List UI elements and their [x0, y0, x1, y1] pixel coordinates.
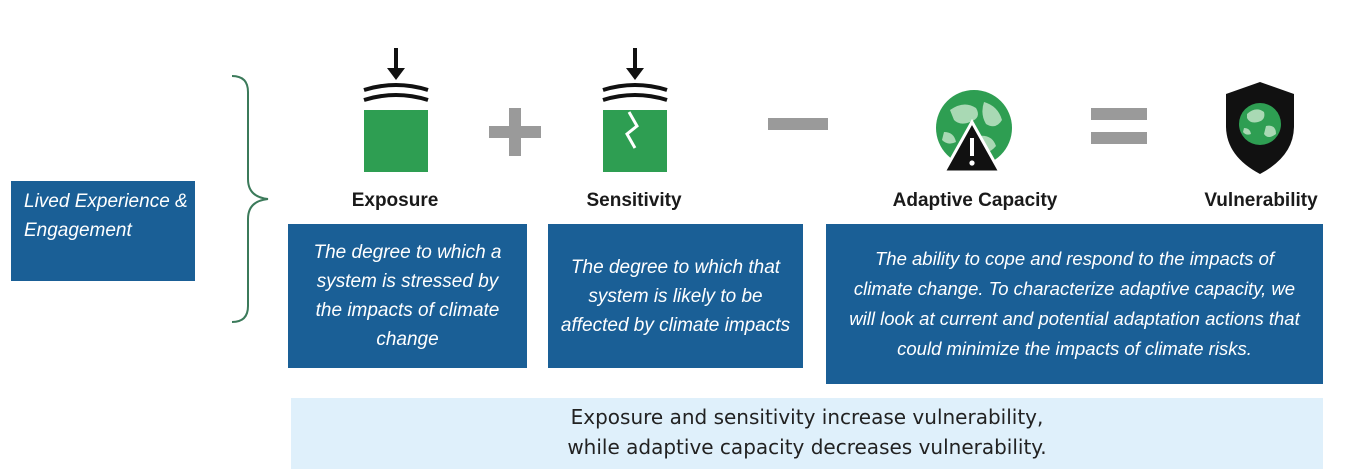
summary-line-1: Exposure and sensitivity increase vulner… [570, 405, 1044, 429]
lived-experience-box: Lived Experience & Engagement [11, 181, 195, 281]
adaptive-capacity-description-box: The ability to cope and respond to the i… [826, 224, 1323, 384]
exposure-title: Exposure [351, 190, 439, 211]
summary-banner: Exposure and sensitivity increase vulner… [291, 398, 1323, 469]
vulnerability-title: Vulnerability [1204, 190, 1318, 211]
globe-warning-icon [936, 90, 1012, 174]
exposure-icon [363, 48, 429, 172]
sensitivity-description: The degree to which that system is likel… [560, 256, 791, 336]
sensitivity-icon [602, 48, 668, 172]
sensitivity-title: Sensitivity [586, 190, 682, 211]
adaptive-capacity-description: The ability to cope and respond to the i… [849, 248, 1300, 359]
lived-experience-label: Lived Experience & Engagement [24, 191, 188, 241]
shield-globe-icon [1226, 82, 1294, 174]
curly-brace-icon [231, 75, 269, 323]
plus-icon [489, 108, 541, 156]
minus-icon [768, 118, 828, 130]
exposure-description: The degree to which a system is stressed… [313, 242, 502, 350]
exposure-description-box: The degree to which a system is stressed… [288, 224, 527, 368]
adaptive-capacity-title: Adaptive Capacity [892, 190, 1058, 211]
summary-line-2: while adaptive capacity decreases vulner… [567, 435, 1047, 459]
equals-icon [1091, 108, 1147, 144]
sensitivity-description-box: The degree to which that system is likel… [548, 224, 803, 368]
